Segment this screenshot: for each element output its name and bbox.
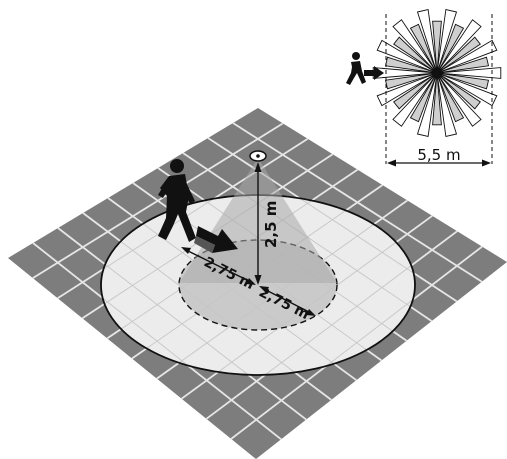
rays-center bbox=[434, 70, 440, 76]
coverage-ray bbox=[436, 67, 502, 79]
coverage-ray bbox=[436, 72, 481, 110]
coverage-ray bbox=[436, 36, 481, 74]
coverage-ray bbox=[432, 20, 442, 74]
coverage-ray bbox=[432, 72, 442, 126]
ceiling-sensor-icon bbox=[249, 150, 267, 162]
grid-line bbox=[206, 230, 415, 375]
coverage-ray bbox=[384, 56, 438, 74]
person-walking-icon bbox=[158, 159, 196, 242]
coverage-ray bbox=[376, 72, 438, 107]
coverage-ray bbox=[376, 39, 438, 74]
coverage-ray bbox=[436, 19, 482, 74]
grid-line bbox=[230, 246, 415, 375]
grid-line bbox=[101, 227, 307, 375]
small-arrow-icon bbox=[364, 66, 384, 80]
radius-dimension-left bbox=[181, 247, 256, 285]
coverage-ray bbox=[436, 72, 490, 90]
height-label: 2,5 m bbox=[262, 201, 280, 248]
coverage-ray bbox=[393, 72, 438, 110]
coverage-ray bbox=[436, 72, 482, 127]
coverage-rays bbox=[372, 9, 502, 137]
coverage-ray bbox=[436, 72, 465, 123]
coverage-ray bbox=[436, 72, 458, 137]
height-dimension bbox=[254, 162, 262, 285]
coverage-ray bbox=[436, 23, 465, 74]
small-person-icon bbox=[346, 52, 366, 85]
coverage-ray bbox=[436, 72, 498, 107]
coverage-ray bbox=[392, 72, 438, 127]
coverage-ray bbox=[393, 36, 438, 74]
coverage-ray bbox=[436, 56, 490, 74]
coverage-ray bbox=[409, 72, 438, 123]
radius-dimension-right bbox=[259, 286, 316, 316]
inner-zone-outline bbox=[178, 239, 338, 331]
top-view-inset: 5,5 m bbox=[346, 9, 502, 167]
motion-arrow-icon bbox=[194, 226, 238, 253]
coverage-ray bbox=[436, 9, 458, 74]
grid-line bbox=[101, 242, 282, 375]
coverage-ray bbox=[436, 39, 498, 74]
coverage-ray bbox=[409, 23, 438, 74]
coverage-ray bbox=[416, 72, 438, 137]
coverage-ray bbox=[392, 19, 438, 74]
diameter-label: 5,5 m bbox=[417, 146, 460, 164]
coverage-ray bbox=[416, 9, 438, 74]
diameter-dimension bbox=[387, 159, 491, 167]
